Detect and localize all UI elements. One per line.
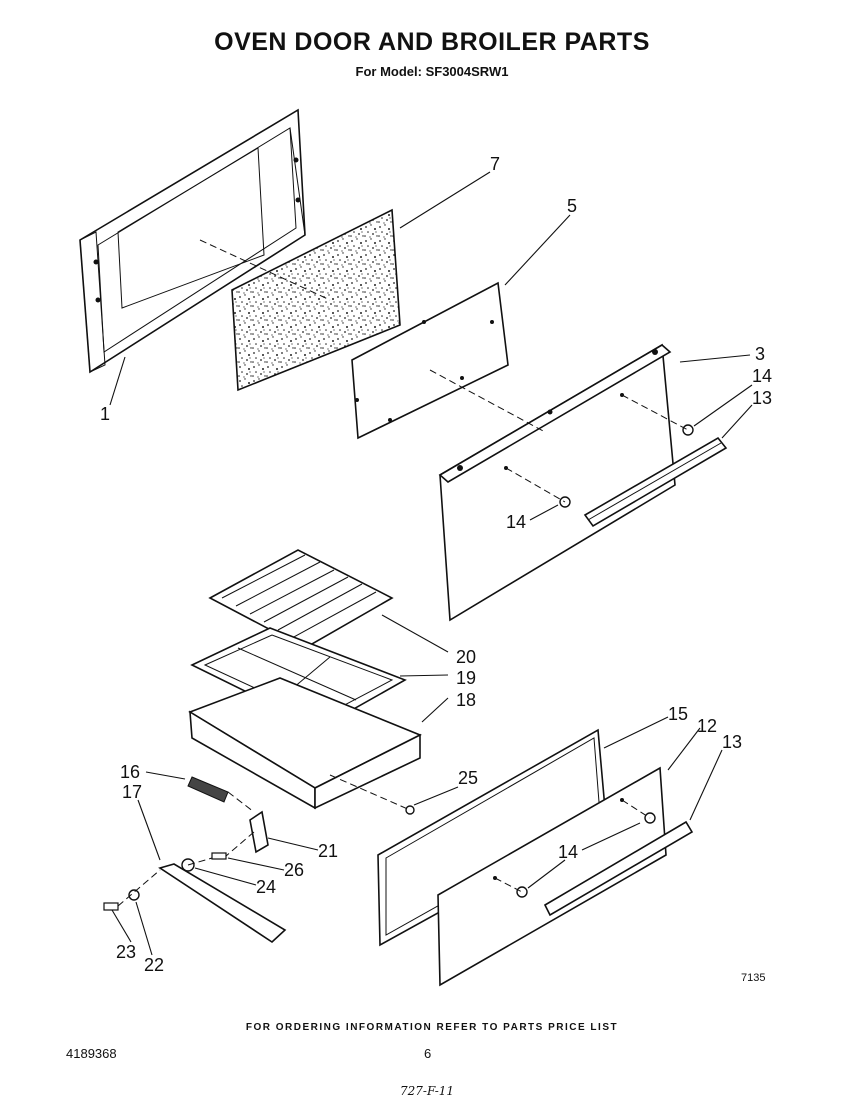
- drawer-spring: [187, 776, 229, 803]
- broiler-drawer: [188, 677, 422, 810]
- label-part-14-upper: 14: [752, 366, 772, 386]
- label-part-7: 7: [490, 154, 500, 174]
- label-part-13-lower: 13: [722, 732, 742, 752]
- label-part-19: 19: [456, 668, 476, 688]
- label-part-26: 26: [284, 860, 304, 880]
- rail-washer: [128, 889, 140, 901]
- leader-lines: [109, 171, 753, 956]
- figure-id: 7135: [741, 972, 766, 984]
- label-part-18: 18: [456, 690, 476, 710]
- page-title: OVEN DOOR AND BROILER PARTS: [214, 28, 650, 56]
- model-subtitle: For Model: SF3004SRW1: [355, 64, 509, 79]
- drawer-bracket: [249, 810, 269, 854]
- label-part-15: 15: [668, 704, 688, 724]
- label-part-17: 17: [122, 782, 142, 802]
- outer-door-panel: [438, 343, 676, 622]
- broiler-grid: [208, 549, 394, 649]
- label-part-24: 24: [256, 877, 276, 897]
- label-part-23: 23: [116, 942, 136, 962]
- drawer-handle-spacer-lower: [516, 886, 528, 898]
- handwritten-note: 727-F-11: [400, 1084, 455, 1098]
- broiler-pan: [190, 627, 407, 729]
- liner-screw: [405, 805, 415, 815]
- label-part-16: 16: [120, 762, 140, 782]
- label-part-22: 22: [144, 955, 164, 975]
- label-part-25: 25: [458, 768, 478, 788]
- label-part-14-lower: 14: [558, 842, 578, 862]
- rail-screw: [103, 902, 119, 911]
- page-number: 6: [424, 1046, 432, 1061]
- handle-spacer-upper: [682, 424, 694, 436]
- label-part-3: 3: [755, 344, 765, 364]
- alignment-lines: [117, 239, 689, 907]
- ordering-footer-note: FOR ORDERING INFORMATION REFER TO PARTS …: [245, 1022, 619, 1033]
- label-part-14-middle: 14: [506, 512, 526, 532]
- drawer-rail: [158, 863, 287, 944]
- inner-door-panel: [79, 108, 306, 374]
- label-part-20: 20: [456, 647, 476, 667]
- label-part-21: 21: [318, 841, 338, 861]
- document-number: 4189368: [66, 1046, 117, 1061]
- drawer-handle: [543, 820, 694, 917]
- door-insulation: [231, 208, 401, 392]
- door-liner-panel: [351, 281, 509, 440]
- label-part-13-upper: 13: [752, 388, 772, 408]
- door-handle: [583, 436, 728, 528]
- drawer-screw: [211, 852, 227, 860]
- label-part-12: 12: [697, 716, 717, 736]
- label-part-1: 1: [100, 404, 110, 424]
- label-part-5: 5: [567, 196, 577, 216]
